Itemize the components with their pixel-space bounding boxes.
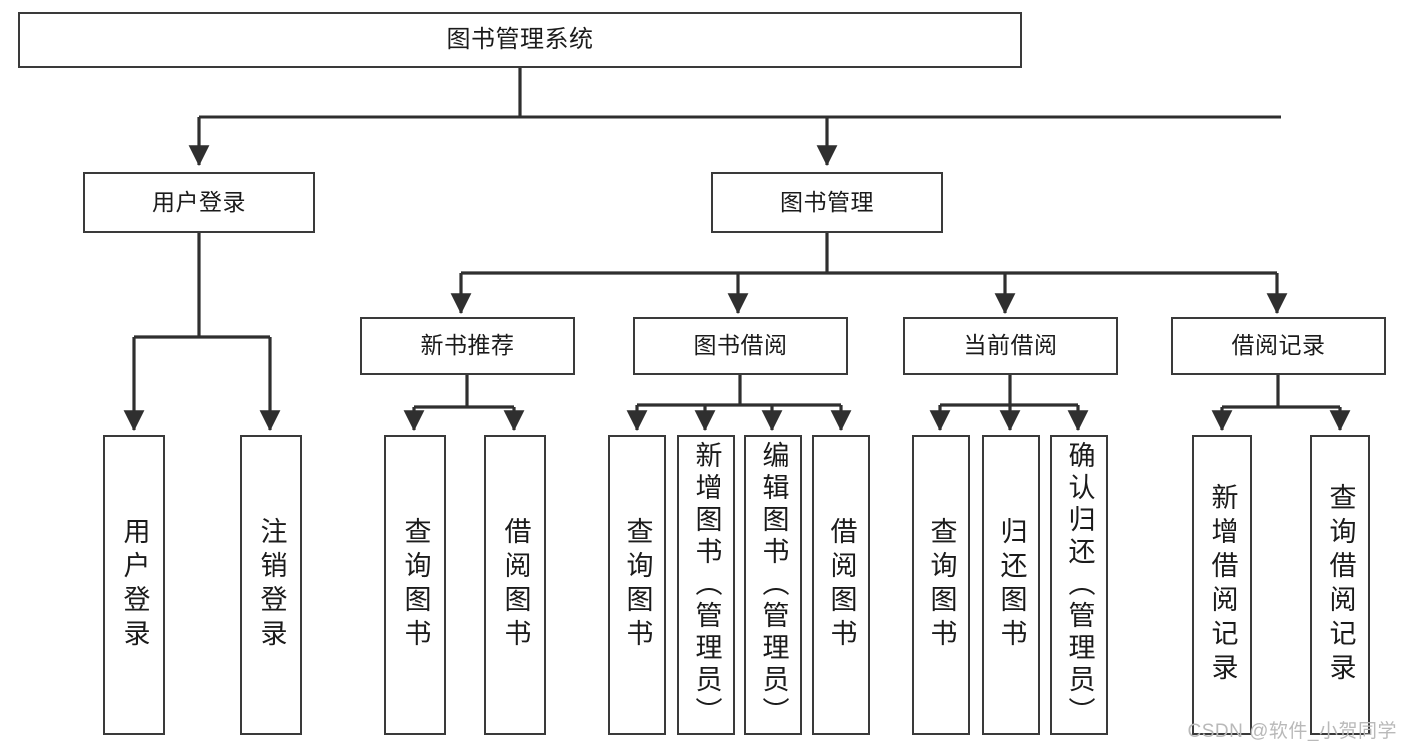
node-label: 查询图书 xyxy=(400,517,431,653)
node-label: 借阅记录 xyxy=(1231,332,1326,359)
node-label: 查询图书 xyxy=(926,517,957,653)
leaf-borrow-edit-book-admin[interactable]: 编辑图书（管理员） xyxy=(744,435,802,735)
leaf-current-confirm-return-admin[interactable]: 确认归还（管理员） xyxy=(1050,435,1108,735)
watermark-text: CSDN @软件_小贺同学 xyxy=(1187,721,1397,742)
node-borrow-record[interactable]: 借阅记录 xyxy=(1171,317,1386,375)
leaf-record-add-borrow-record[interactable]: 新增借阅记录 xyxy=(1192,435,1252,735)
node-label: 图书管理 xyxy=(780,188,874,215)
leaf-user-login[interactable]: 用户登录 xyxy=(103,435,165,735)
node-label: 查询借阅记录 xyxy=(1325,483,1356,687)
leaf-current-query-book[interactable]: 查询图书 xyxy=(912,435,970,735)
node-new-book-recommend[interactable]: 新书推荐 xyxy=(360,317,575,375)
leaf-recommend-query-book[interactable]: 查询图书 xyxy=(384,435,446,735)
node-label: 新增借阅记录 xyxy=(1207,483,1238,687)
node-label: 用户登录 xyxy=(119,517,150,653)
leaf-current-return-book[interactable]: 归还图书 xyxy=(982,435,1040,735)
leaf-record-query-borrow-record[interactable]: 查询借阅记录 xyxy=(1310,435,1370,735)
node-current-borrow[interactable]: 当前借阅 xyxy=(903,317,1118,375)
node-label: 图书管理系统 xyxy=(446,25,594,53)
node-label: 图书借阅 xyxy=(693,332,788,359)
node-label: 新书推荐 xyxy=(420,332,515,359)
leaf-borrow-query-book[interactable]: 查询图书 xyxy=(608,435,666,735)
node-label: 注销登录 xyxy=(256,517,287,653)
node-label: 当前借阅 xyxy=(963,332,1058,359)
node-label: 用户登录 xyxy=(152,188,246,215)
leaf-borrow-borrow-book[interactable]: 借阅图书 xyxy=(812,435,870,735)
node-label: 编辑图书（管理员） xyxy=(758,441,789,729)
node-label: 新增图书（管理员） xyxy=(691,441,722,729)
leaf-recommend-borrow-book[interactable]: 借阅图书 xyxy=(484,435,546,735)
node-label: 借阅图书 xyxy=(826,517,857,653)
node-book-management[interactable]: 图书管理 xyxy=(711,172,943,233)
node-label: 确认归还（管理员） xyxy=(1064,441,1095,729)
node-label: 归还图书 xyxy=(996,517,1027,653)
node-label: 借阅图书 xyxy=(500,517,531,653)
node-root-system[interactable]: 图书管理系统 xyxy=(18,12,1022,68)
node-label: 查询图书 xyxy=(622,517,653,653)
node-user-login[interactable]: 用户登录 xyxy=(83,172,315,233)
leaf-borrow-add-book-admin[interactable]: 新增图书（管理员） xyxy=(677,435,735,735)
leaf-user-logout[interactable]: 注销登录 xyxy=(240,435,302,735)
node-book-borrow[interactable]: 图书借阅 xyxy=(633,317,848,375)
